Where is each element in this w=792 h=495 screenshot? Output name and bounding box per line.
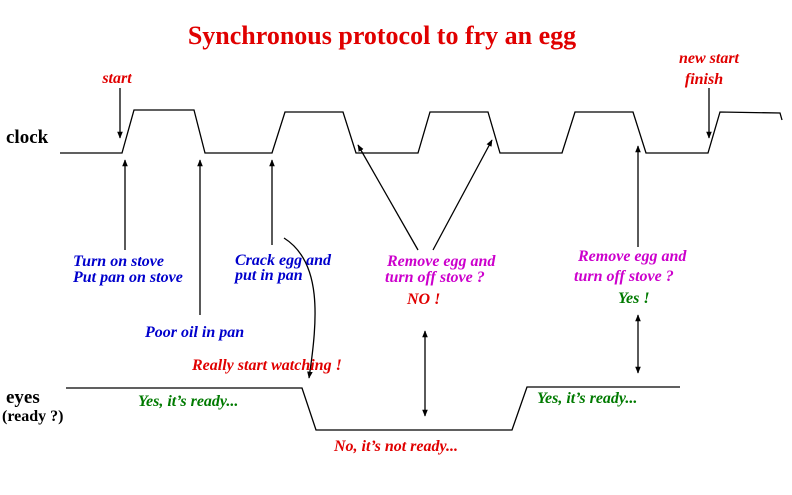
watching-curve-arrow — [283, 237, 316, 379]
turn-off-label-1: turn off stove ? — [385, 269, 485, 286]
eyes-waveform — [66, 386, 680, 431]
really-start-label: Really start watching ! — [191, 357, 342, 374]
put-pan-label: Put pan on stove — [72, 269, 183, 286]
remove-egg-arrow-left — [357, 144, 419, 251]
turn-off-label-2: turn off stove ? — [574, 268, 674, 285]
poor-oil-label: Poor oil in pan — [144, 324, 244, 341]
eyes-not-ready-label: No, it’s not ready... — [333, 438, 458, 455]
new-start-label: new start — [679, 50, 740, 67]
clock-waveform — [60, 109, 783, 154]
diagram-title: Synchronous protocol to fry an egg — [188, 21, 576, 50]
clock-label: clock — [6, 127, 49, 148]
start-label: start — [101, 70, 132, 87]
yes-label: Yes ! — [618, 290, 650, 307]
eyes-ready-label-2: Yes, it’s ready... — [537, 390, 637, 407]
no-label: NO ! — [406, 291, 440, 308]
crack-egg-label: Crack egg and — [235, 252, 332, 269]
turn-on-stove-label: Turn on stove — [73, 253, 164, 270]
remove-egg-label-2: Remove egg and — [577, 248, 687, 265]
remove-egg-arrow-right — [432, 139, 493, 251]
finish-label: finish — [685, 71, 723, 88]
remove-egg-label-1: Remove egg and — [386, 253, 496, 270]
eyes-sublabel: (ready ?) — [2, 408, 63, 425]
put-in-pan-label: put in pan — [233, 267, 303, 284]
eyes-ready-label-1: Yes, it’s ready... — [138, 393, 238, 410]
eyes-label: eyes — [6, 387, 40, 408]
